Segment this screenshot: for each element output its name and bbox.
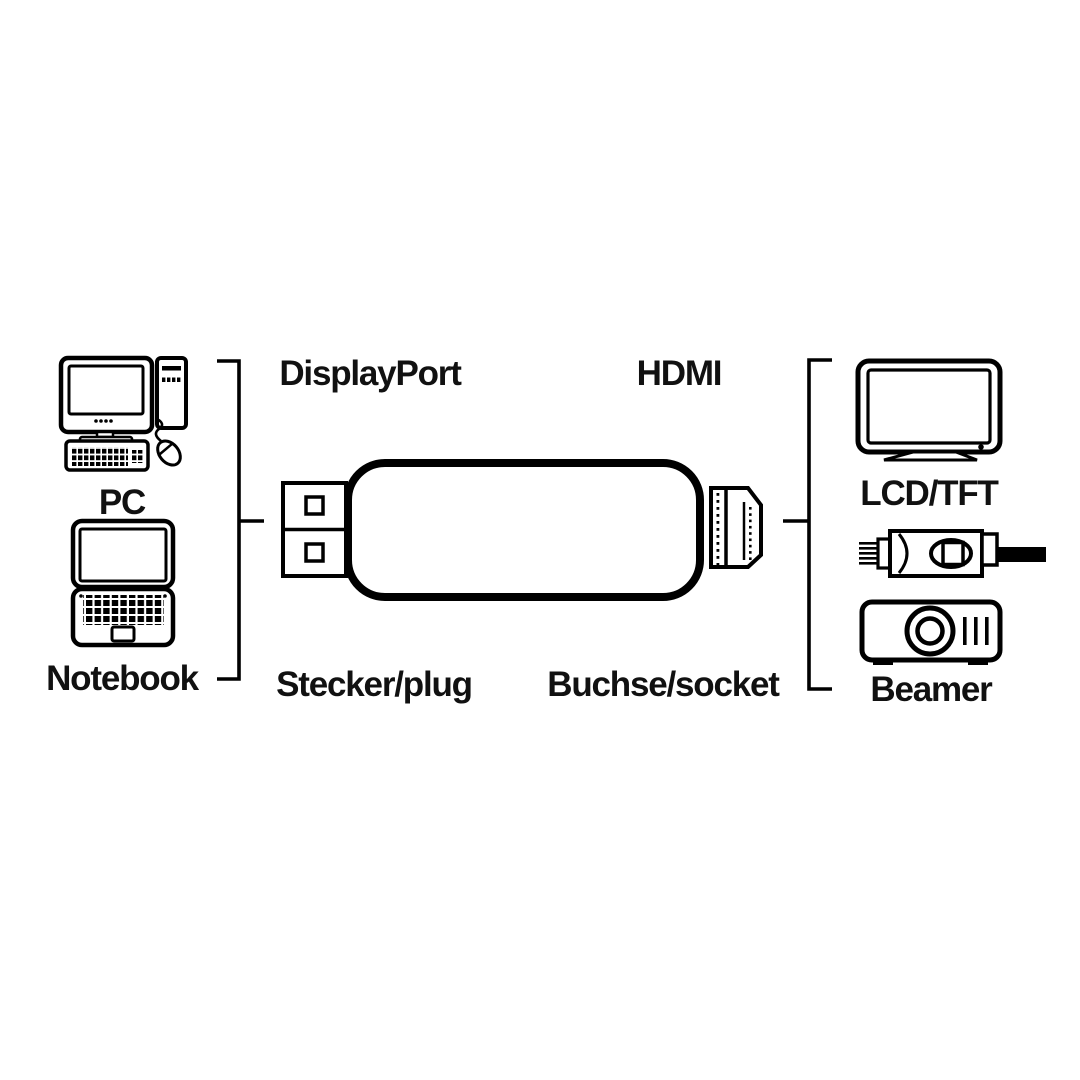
label-stecker-plug: Stecker/plug: [276, 665, 473, 704]
cable-wire: [997, 547, 1046, 562]
projector-vents: [963, 617, 989, 645]
power-led-dot: [978, 444, 984, 450]
monitor-vent-dots: [94, 419, 113, 423]
adapter-body: [344, 459, 704, 601]
right-bracket: [783, 358, 832, 691]
left-bracket: [217, 359, 264, 681]
monitor-stand: [883, 450, 978, 462]
label-buchse-socket: Buchse/socket: [547, 665, 780, 704]
tower-drive-dashes: [162, 377, 181, 382]
socket-pins-inner: [749, 507, 752, 560]
cable-tip-stripes: [859, 542, 878, 565]
label-beamer: Beamer: [870, 670, 992, 709]
keyboard-keys: [71, 447, 128, 466]
label-hdmi: HDMI: [636, 354, 723, 393]
notebook-icon: [70, 518, 176, 648]
projector-lens-inner: [915, 616, 945, 646]
label-pc: PC: [98, 483, 146, 522]
dp-hdmi-adapter-icon: [281, 459, 763, 601]
mouse-icon: [154, 417, 182, 467]
pc-icon: [58, 355, 188, 472]
displayport-plug: [281, 481, 348, 578]
hdmi-socket: [709, 486, 763, 569]
lcd-tft-monitor-icon: [855, 358, 1003, 462]
hdmi-cable-icon: [859, 529, 1046, 578]
socket-pins-outer: [716, 493, 720, 566]
label-notebook: Notebook: [46, 659, 199, 698]
beamer-projector-icon: [859, 599, 1003, 665]
notebook-keys: [83, 595, 164, 625]
label-displayport: DisplayPort: [279, 354, 462, 393]
label-lcd-tft: LCD/TFT: [860, 474, 999, 513]
